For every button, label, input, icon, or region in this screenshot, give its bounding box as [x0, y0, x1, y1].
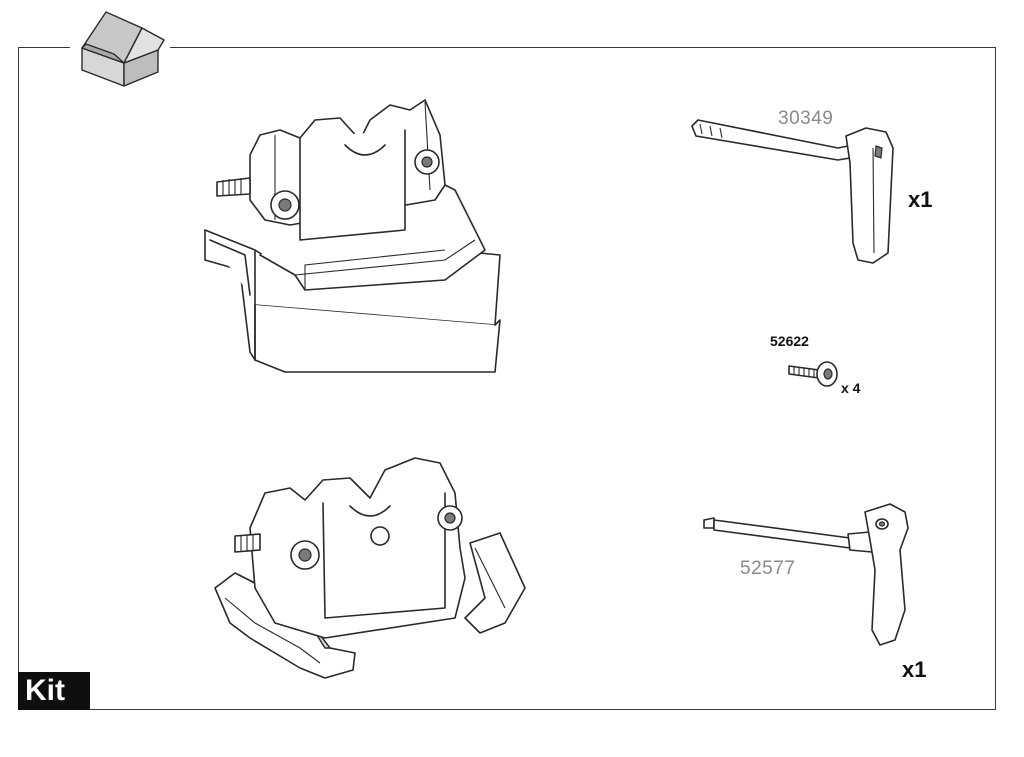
rack-foot-clamp-icon — [214, 457, 526, 679]
quantity-52577: x1 — [902, 657, 927, 682]
t-handle-hex-driver-icon — [703, 503, 909, 646]
quantity-52622: x 4 — [841, 380, 861, 396]
kit-badge: Kit — [18, 672, 90, 710]
hex-screw-icon — [788, 361, 838, 387]
diagram-frame — [18, 47, 996, 710]
open-box-icon — [81, 11, 165, 87]
rack-foot-pad-icon — [204, 99, 501, 373]
t-handle-key-icon — [691, 119, 894, 264]
part-number-30349: 30349 — [778, 108, 834, 129]
quantity-30349: x1 — [908, 187, 933, 212]
part-number-52577: 52577 — [740, 558, 796, 579]
part-number-52622: 52622 — [770, 333, 809, 349]
